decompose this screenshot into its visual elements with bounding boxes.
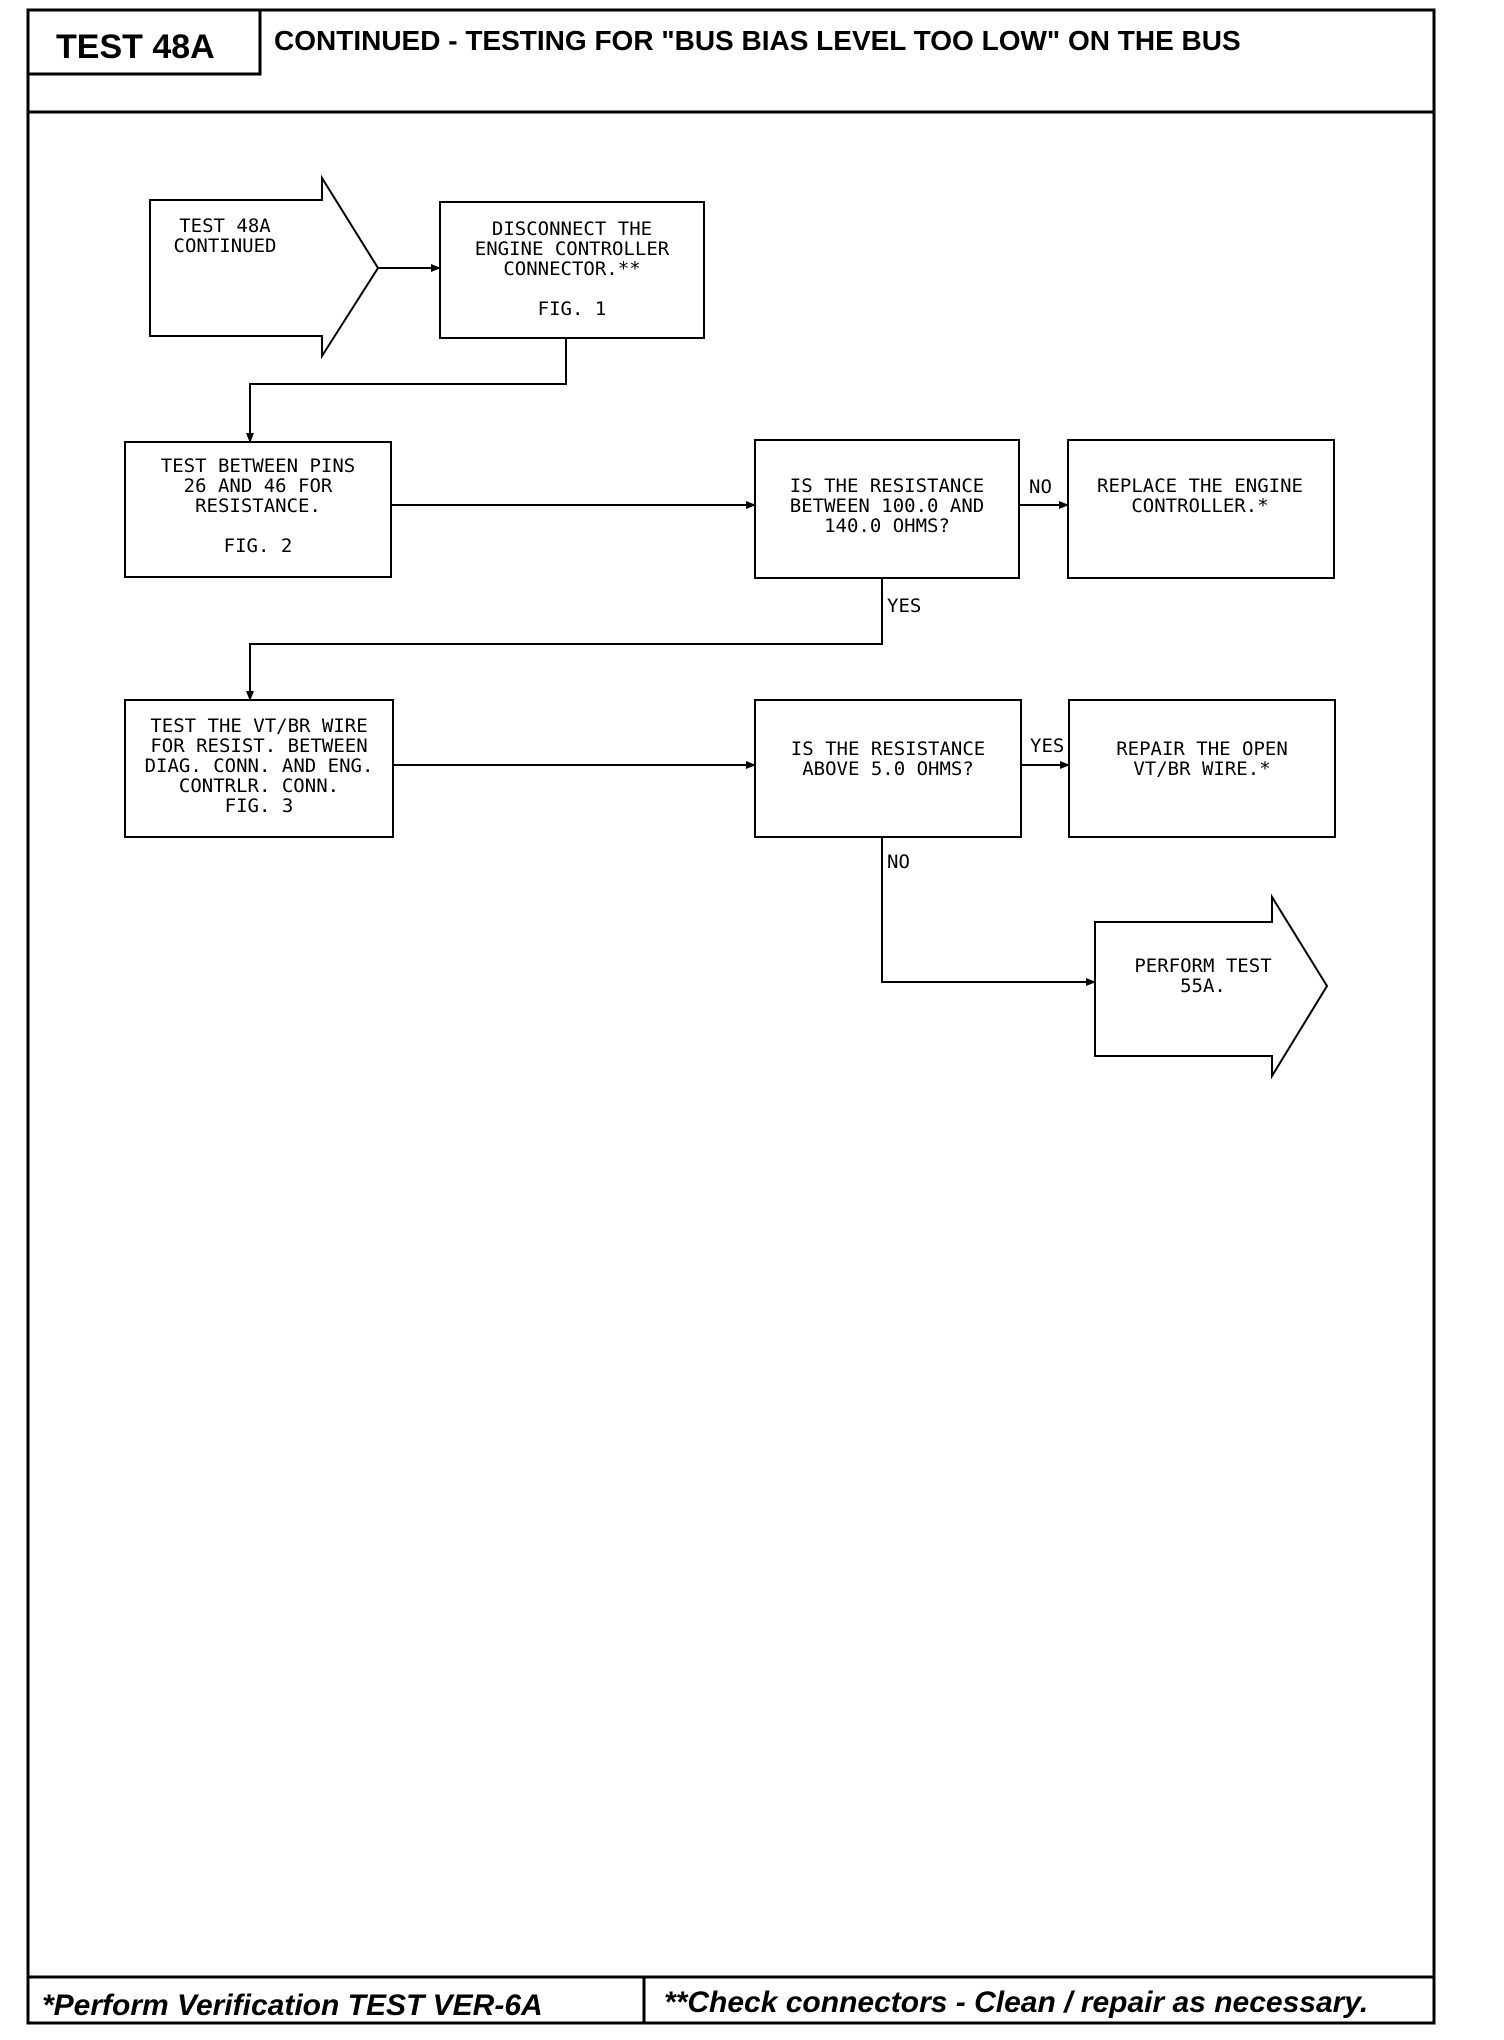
node-text-line: REPAIR THE OPEN — [1116, 738, 1288, 760]
node-text-line: 26 AND 46 FOR — [184, 475, 333, 497]
connector-question-1-yes — [246, 578, 883, 701]
node-text-line: BETWEEN 100.0 AND — [790, 495, 984, 517]
node-text-line: TEST 48A — [179, 215, 271, 237]
page-title: CONTINUED - TESTING FOR "BUS BIAS LEVEL … — [274, 25, 1241, 56]
replace-controller-box — [1067, 439, 1335, 579]
node-text-line: ENGINE CONTROLLER — [475, 238, 670, 260]
footer-note-right: **Check connectors - Clean / repair as n… — [664, 1986, 1368, 2019]
node-text-line: TEST BETWEEN PINS — [161, 455, 355, 477]
node-text-line: REPLACE THE ENGINE — [1097, 475, 1303, 497]
node-text-line: FIG. 3 — [225, 795, 294, 817]
node-text-line: FOR RESIST. BETWEEN — [150, 735, 367, 757]
node-text-line: CONNECTOR.** — [503, 258, 640, 280]
test-pins-box — [124, 441, 392, 578]
connector-question-2-no — [881, 837, 1096, 986]
footer-note-left: *Perform Verification TEST VER-6A — [42, 1989, 543, 2022]
node-text-line: VT/BR WIRE.* — [1133, 758, 1270, 780]
node-text-line: IS THE RESISTANCE — [791, 738, 985, 760]
yes-label-1: YES — [887, 595, 921, 617]
node-text-line: IS THE RESISTANCE — [790, 475, 984, 497]
perform-test-arrow-shape — [1094, 893, 1329, 1080]
node-text-line: 55A. — [1180, 975, 1226, 997]
node-text-line: 140.0 OHMS? — [824, 515, 950, 537]
node-text-line: CONTROLLER.* — [1131, 495, 1268, 517]
connector-disconnect-to-test-pins — [246, 338, 567, 443]
yes-label-2: YES — [1030, 735, 1064, 757]
no-label-1: NO — [1029, 476, 1052, 498]
node-text-line: TEST THE VT/BR WIRE — [150, 715, 367, 737]
resistance-question-1-box — [754, 439, 1020, 579]
node-text-line: PERFORM TEST — [1134, 955, 1271, 977]
test-label-box — [26, 8, 262, 76]
test-label: TEST 48A — [56, 28, 215, 66]
node-text-line: FIG. 2 — [224, 535, 293, 557]
node-text-line: RESISTANCE. — [195, 495, 321, 517]
page-border — [26, 8, 1436, 2025]
no-label-2: NO — [887, 851, 910, 873]
node-text-line: DISCONNECT THE — [492, 218, 652, 240]
test-wire-box — [124, 699, 394, 838]
start-arrow-shape — [149, 174, 380, 360]
node-text-line: ABOVE 5.0 OHMS? — [802, 758, 974, 780]
node-text-line: CONTRLR. CONN. — [179, 775, 339, 797]
node-text-line: CONTINUED — [174, 235, 277, 257]
node-text-line: FIG. 1 — [538, 298, 607, 320]
node-text-line: DIAG. CONN. AND ENG. — [145, 755, 374, 777]
